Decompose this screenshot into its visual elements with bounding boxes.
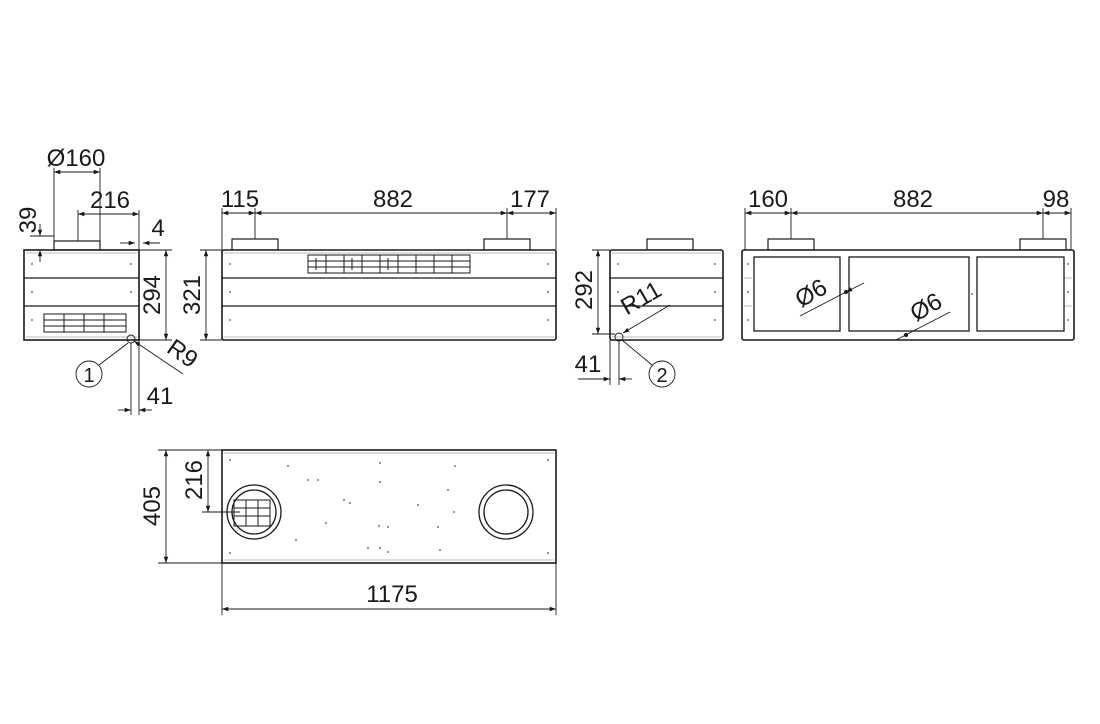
unit-body-outline (221, 449, 557, 564)
dim-height: 321 (179, 275, 206, 315)
mounting-hole-b (904, 333, 908, 337)
dim-drain-offset: 41 (147, 383, 174, 410)
front-view: 115 882 177 321 (179, 186, 557, 341)
spigot-left (767, 238, 815, 251)
dim-lip: 4 (151, 215, 164, 242)
side-view-left: Ø160 216 39 4 294 41 R9 1 (15, 145, 203, 415)
panel-1 (753, 256, 841, 332)
dim-length: 1175 (366, 581, 418, 608)
dim-spigot-offset: 216 (90, 187, 130, 214)
unit-body-outline (741, 249, 1075, 341)
dim-spigot-spacing: 882 (893, 186, 933, 213)
grille (43, 313, 127, 333)
mounting-hole-a (844, 290, 848, 294)
spigot-right (1019, 238, 1067, 251)
dim-spigot-height: 39 (15, 207, 42, 234)
spigot-right (483, 238, 531, 251)
unit-body-outline (609, 249, 724, 341)
dim-spigot-offset: 216 (181, 460, 208, 500)
dim-right-offset: 177 (510, 186, 550, 213)
dim-height: 294 (139, 275, 166, 315)
dim-spigot-diameter: Ø160 (47, 145, 106, 172)
spigot-outline (646, 238, 694, 251)
callout-2 (648, 360, 676, 388)
callout-1 (75, 360, 103, 388)
spigot-right (478, 484, 534, 540)
side-view-right: 292 R11 41 2 (571, 238, 724, 388)
callout-2-label: 2 (656, 365, 667, 387)
dim-left-offset: 115 (221, 186, 259, 213)
callout-1-label: 1 (83, 365, 94, 387)
grille (307, 254, 471, 274)
panel-2 (848, 256, 970, 332)
dim-drain-offset: 41 (575, 351, 602, 378)
spigot-outline (53, 240, 101, 251)
dim-right-offset: 98 (1043, 186, 1070, 213)
rear-view: 160 882 98 Ø6 Ø6 (741, 186, 1075, 341)
panel-3 (976, 256, 1065, 332)
dim-height: 292 (571, 270, 598, 310)
unit-body-outline (23, 249, 140, 341)
dim-depth: 405 (139, 486, 166, 526)
spigot-left (231, 238, 279, 251)
dim-left-offset: 160 (748, 186, 788, 213)
top-view: 405 216 1175 (139, 449, 557, 615)
unit-body-outline (221, 249, 557, 341)
dim-spigot-spacing: 882 (373, 186, 413, 213)
